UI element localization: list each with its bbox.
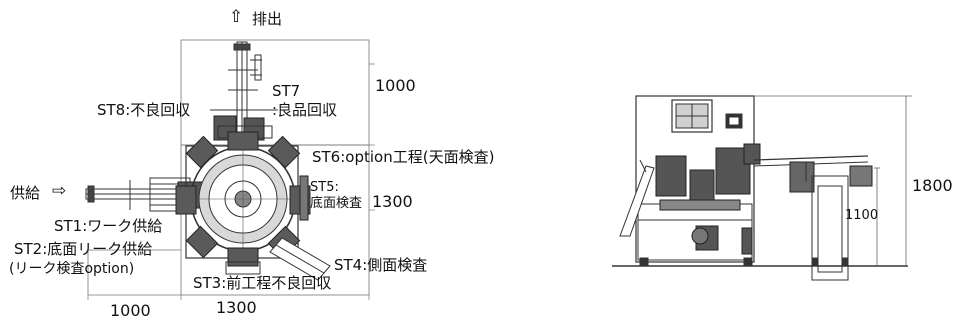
st1-label: ST1:ワーク供給 xyxy=(54,217,163,235)
st6-label: ST6:option工程(天面検査) xyxy=(312,148,495,166)
left-chute xyxy=(619,165,655,237)
exit-conveyor xyxy=(753,155,873,281)
dimension-conveyor-height: 1100 xyxy=(845,208,879,223)
side-view-dim-lines xyxy=(754,95,912,266)
dimension-bottom-left: 1000 xyxy=(110,301,151,320)
discharge-arrow-icon: ⇧ xyxy=(229,7,244,27)
machine-feet xyxy=(639,257,849,267)
top-view-drawing xyxy=(85,39,370,296)
dimension-right-upper: 1000 xyxy=(375,76,416,95)
st5-label-line2: 底面検査 xyxy=(310,196,363,211)
dimension-bottom-middle: 1300 xyxy=(216,298,257,317)
discharge-label: 排出 xyxy=(252,10,283,28)
supply-arrow-icon: ⇨ xyxy=(52,181,67,201)
control-panel xyxy=(671,99,743,133)
supply-label: 供給 xyxy=(10,184,41,202)
st4-label: ST4:側面検査 xyxy=(334,256,428,274)
st7-label-line2: :良品回収 xyxy=(272,101,338,119)
st2-label-line2: (リーク検査option) xyxy=(9,261,135,277)
st3-label: ST3:前工程不良回収 xyxy=(193,274,332,292)
st4-chute xyxy=(269,237,331,281)
discharge-conveyor xyxy=(228,41,262,143)
st3-housing xyxy=(225,261,261,275)
st5-block xyxy=(299,175,309,221)
st5-label-line1: ST5: xyxy=(310,180,339,195)
st2-label-line1: ST2:底面リーク供給 xyxy=(14,240,153,258)
side-mechanism xyxy=(655,143,761,255)
side-view-drawing xyxy=(612,95,908,281)
dimension-total-height: 1800 xyxy=(912,176,953,195)
st7-label-line1: ST7 xyxy=(272,82,301,100)
st8-label: ST8:不良回収 xyxy=(97,101,191,119)
top-view-dim-lines xyxy=(87,63,375,300)
dimension-right-middle: 1300 xyxy=(372,192,413,211)
main-cabinet xyxy=(635,95,755,263)
